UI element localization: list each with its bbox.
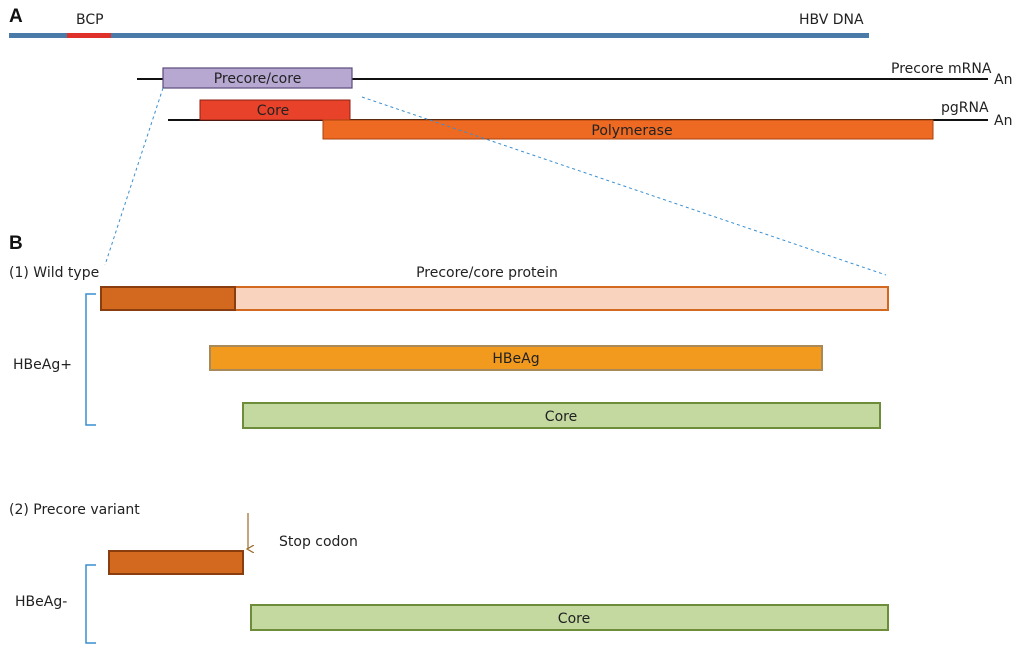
hbeag-bar	[209, 345, 823, 371]
zoom-line-right	[361, 96, 887, 276]
precore-mrna-tail: An	[994, 72, 1012, 88]
pgrna-tail: An	[994, 113, 1012, 129]
hbv-dna-line	[9, 33, 869, 38]
bcp-label: BCP	[76, 12, 104, 28]
core-bar-variant	[250, 604, 889, 631]
panel-b-letter: B	[9, 233, 23, 254]
hbeag-pos-bracket	[85, 293, 96, 426]
hbeag-bar-label: HBeAg	[492, 351, 539, 367]
hbeag-neg-bracket	[85, 564, 96, 644]
precore-core-box-label: Precore/core	[214, 71, 302, 87]
core-box-a	[199, 99, 351, 121]
core-box-a-label: Core	[257, 103, 289, 119]
hbeag-neg-label: HBeAg-	[15, 594, 67, 610]
polymerase-box	[322, 119, 934, 140]
precore-segment-variant	[108, 550, 244, 575]
wild-type-label: (1) Wild type	[9, 265, 99, 281]
core-bar-variant-label: Core	[558, 611, 590, 627]
precore-mrna-label: Precore mRNA	[891, 61, 992, 77]
precore-core-protein-label: Precore/core protein	[416, 265, 558, 281]
core-bar-wt	[242, 402, 881, 429]
hbv-dna-label: HBV DNA	[799, 12, 864, 28]
precore-segment-wt	[100, 286, 236, 311]
zoom-line-left	[104, 87, 164, 266]
pgrna-label: pgRNA	[941, 100, 989, 116]
polymerase-label: Polymerase	[591, 123, 672, 139]
panel-a-letter: A	[9, 6, 23, 27]
bcp-segment	[67, 33, 111, 38]
stop-codon-label: Stop codon	[279, 534, 358, 550]
hbeag-pos-label: HBeAg+	[13, 357, 72, 373]
precore-core-box	[162, 67, 353, 89]
core-bar-wt-label: Core	[545, 409, 577, 425]
precore-variant-label: (2) Precore variant	[9, 502, 140, 518]
